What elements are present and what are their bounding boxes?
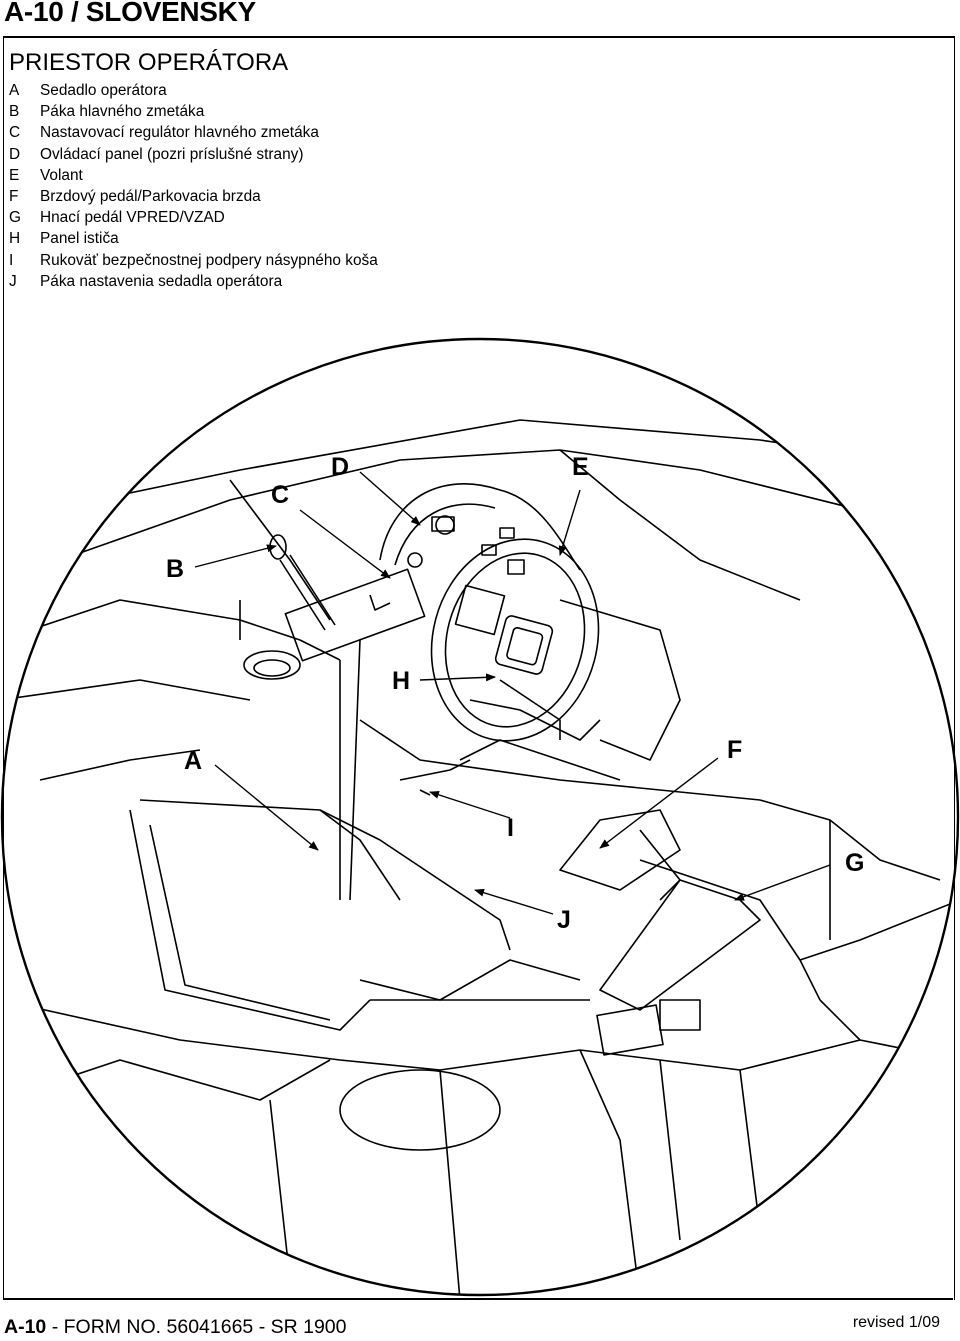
- footer-page-number: A-10: [4, 1316, 47, 1338]
- detail-view-circle: [0, 337, 960, 1297]
- callout-g: G: [845, 849, 864, 877]
- callout-i: I: [507, 814, 514, 842]
- callout-d: D: [331, 453, 349, 481]
- footer-form-number: A-10 - FORM NO. 56041665 - SR 1900: [4, 1316, 347, 1339]
- footer-form-text: - FORM NO. 56041665 - SR 1900: [46, 1316, 347, 1338]
- footer-rule: [3, 1298, 953, 1300]
- callout-e: E: [572, 453, 589, 481]
- callout-a: A: [184, 747, 202, 775]
- callout-leaders: [194, 471, 831, 915]
- content-frame: [3, 36, 955, 1300]
- section-title: PRIESTOR OPERÁTORA: [9, 49, 289, 76]
- machine-drawing: [2, 419, 958, 1295]
- callout-f: F: [727, 736, 742, 764]
- callout-c: C: [271, 481, 289, 509]
- callout-h: H: [392, 667, 410, 695]
- footer-revision: revised 1/09: [852, 1314, 940, 1331]
- callout-b: B: [166, 555, 184, 583]
- callout-j: J: [557, 906, 571, 934]
- page-header-title: A-10 / SLOVENSKY: [4, 0, 256, 27]
